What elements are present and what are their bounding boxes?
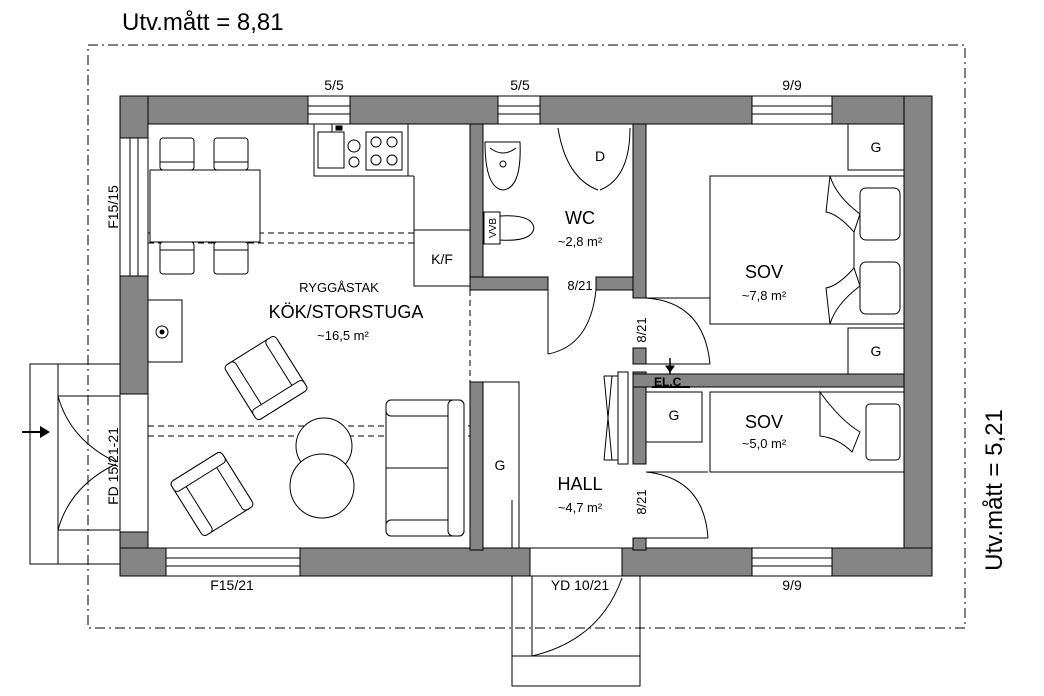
entry-door-label: FD 15/21-21 xyxy=(105,427,121,505)
entry-arrow-icon xyxy=(22,426,50,438)
bedroom1-door-label: 8/21 xyxy=(634,317,649,342)
kitchen-counter xyxy=(313,123,409,177)
wc-sink xyxy=(484,141,521,191)
wc-toilet xyxy=(483,211,535,245)
width-dimension-label: Utv.mått = 8,81 xyxy=(122,9,284,36)
wc-top-window-label: 5/5 xyxy=(510,77,530,93)
wardrobe-b2-label: G xyxy=(669,407,680,423)
wc-area: ~2,8 m² xyxy=(558,234,603,249)
wardrobe-b1-bottom-label: G xyxy=(871,343,882,359)
bedroom2-door-label: 8/21 xyxy=(634,489,649,514)
bedroom1-area: ~7,8 m² xyxy=(742,288,787,303)
round-tables xyxy=(289,417,355,519)
kitchen-name: KÖK/STORSTUGA xyxy=(269,302,424,322)
dryer-label: D xyxy=(595,148,605,164)
wardrobe-hall-label: G xyxy=(495,457,506,473)
fridge-freezer xyxy=(413,229,471,287)
bottom-left-window-label: F15/21 xyxy=(210,577,254,593)
electric-cabinet xyxy=(652,358,690,388)
entry-door xyxy=(29,363,149,565)
kitchen-note: RYGGÅSTAK xyxy=(299,280,379,295)
hall-name: HALL xyxy=(557,474,602,494)
fireplace xyxy=(147,299,183,363)
wardrobe-b1-top-label: G xyxy=(871,139,882,155)
outer-door-label: YD 10/21 xyxy=(551,577,610,593)
bottom-right-window-label: 9/9 xyxy=(782,577,802,593)
bedroom1-name: SOV xyxy=(745,262,783,282)
wardrobe-b1-top xyxy=(847,123,905,171)
single-bed xyxy=(709,390,905,473)
kitchen-area: ~16,5 m² xyxy=(317,328,369,343)
left-window-label: F15/15 xyxy=(105,185,121,229)
interior-walls xyxy=(469,123,905,551)
bedroom-top-window-label: 9/9 xyxy=(782,77,802,93)
wc-name: WC xyxy=(565,208,595,228)
outer-door xyxy=(511,547,641,687)
height-dimension-label: Utv.mått = 5,21 xyxy=(981,409,1008,571)
kitchen-cabinet-line xyxy=(408,175,415,230)
wc-seat-text: VVB xyxy=(488,218,499,238)
wardrobe-hall xyxy=(482,381,520,549)
electric-cabinet-label: EL.C xyxy=(654,375,682,389)
double-bed xyxy=(709,175,905,325)
fridge-freezer-label: K/F xyxy=(431,251,453,267)
kitchen-top-window-label: 5/5 xyxy=(324,77,344,93)
armchair-upper xyxy=(224,335,308,421)
hall-rack xyxy=(603,371,629,465)
windows xyxy=(119,95,833,577)
sofa xyxy=(385,399,465,537)
exterior-walls xyxy=(119,95,933,577)
bedroom2-area: ~5,0 m² xyxy=(742,436,787,451)
interior-doors xyxy=(547,123,711,539)
wardrobe-b2 xyxy=(645,391,703,443)
armchair-lower xyxy=(170,451,254,537)
bedroom2-name: SOV xyxy=(745,412,783,432)
hall-area: ~4,7 m² xyxy=(558,500,603,515)
wc-door-label: 8/21 xyxy=(567,278,592,293)
wardrobe-b1-bottom xyxy=(847,327,905,375)
outer-dimension-boundary xyxy=(87,44,966,629)
dining-table xyxy=(149,137,261,275)
